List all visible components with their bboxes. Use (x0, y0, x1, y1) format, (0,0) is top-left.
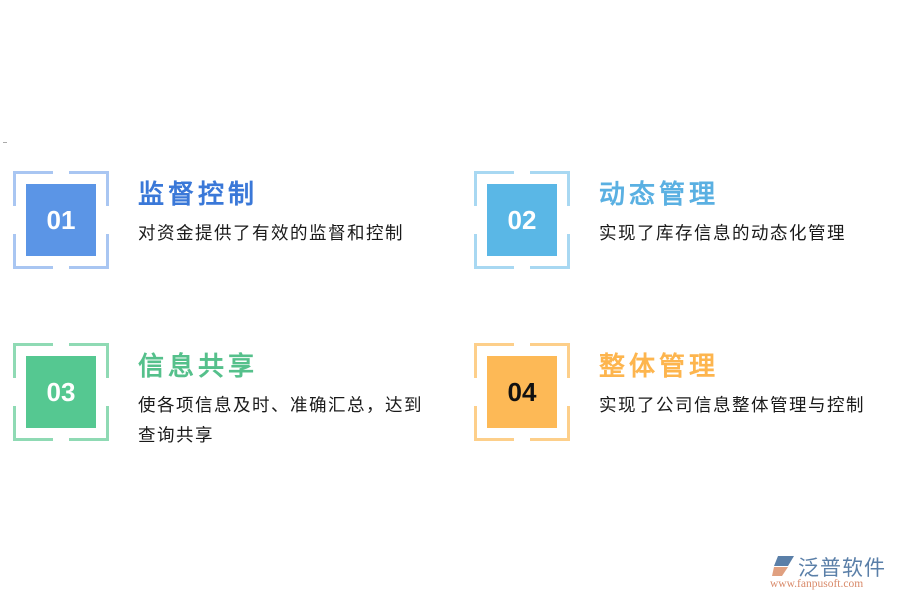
feature-item-overall-management: 04 整体管理 实现了公司信息整体管理与控制 (474, 343, 900, 453)
item-description: 使各项信息及时、准确汇总，达到查询共享 (138, 396, 423, 446)
logo-mark-icon (772, 556, 794, 576)
item-description: 实现了库存信息的动态化管理 (599, 224, 846, 244)
logo-name: 泛普软件 (798, 556, 886, 580)
number-frame: 03 (13, 343, 109, 441)
item-title: 监督控制 (138, 180, 259, 210)
fanpusoft-logo: 泛普软件 www.fanpusoft.com (768, 552, 893, 594)
item-title: 信息共享 (138, 352, 259, 382)
item-description: 对资金提供了有效的监督和控制 (138, 224, 404, 244)
number-badge: 03 (26, 356, 96, 428)
item-title: 整体管理 (599, 352, 720, 382)
feature-item-supervision: 01 监督控制 对资金提供了有效的监督和控制 (13, 171, 453, 281)
number-badge: 02 (487, 184, 557, 256)
logo-url: www.fanpusoft.com (770, 578, 864, 590)
number-frame: 02 (474, 171, 570, 269)
item-title: 动态管理 (599, 180, 720, 210)
number-badge: 01 (26, 184, 96, 256)
feature-item-info-sharing: 03 信息共享 使各项信息及时、准确汇总，达到查询共享 (13, 343, 453, 453)
decorative-dot (3, 142, 7, 143)
number-badge: 04 (487, 356, 557, 428)
feature-item-dynamic-management: 02 动态管理 实现了库存信息的动态化管理 (474, 171, 900, 281)
number-frame: 04 (474, 343, 570, 441)
item-description: 实现了公司信息整体管理与控制 (599, 396, 865, 416)
number-frame: 01 (13, 171, 109, 269)
